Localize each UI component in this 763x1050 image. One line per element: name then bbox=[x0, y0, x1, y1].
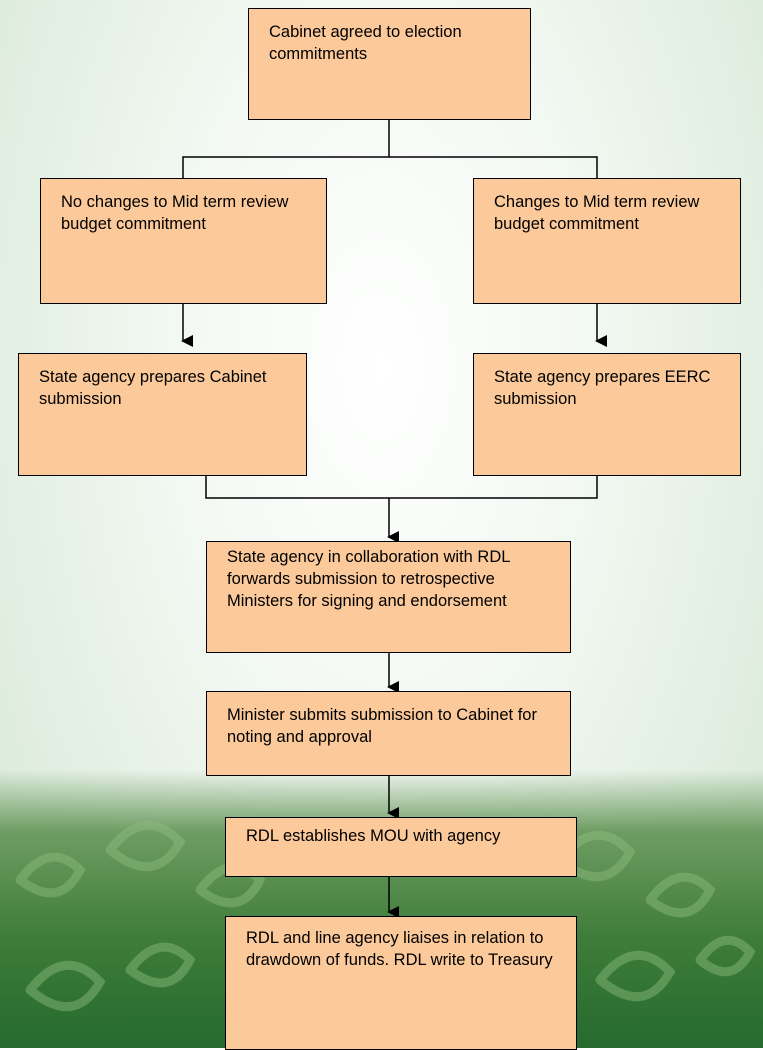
box-minister-submits-text: Minister submits submission to Cabinet f… bbox=[227, 706, 537, 746]
box-liaise-text: RDL and line agency liaises in relation … bbox=[246, 929, 553, 969]
box-eerc-submission: State agency prepares EERC submission bbox=[473, 353, 741, 476]
box-mou: RDL establishes MOU with agency bbox=[225, 817, 577, 877]
box-forward-submission: State agency in collaboration with RDL f… bbox=[206, 541, 571, 653]
box-mou-text: RDL establishes MOU with agency bbox=[246, 827, 501, 845]
box-no-changes-text: No changes to Mid term review budget com… bbox=[61, 193, 289, 233]
box-changes: Changes to Mid term review budget commit… bbox=[473, 178, 741, 304]
box-no-changes: No changes to Mid term review budget com… bbox=[40, 178, 327, 304]
box-minister-submits: Minister submits submission to Cabinet f… bbox=[206, 691, 571, 776]
box-cabinet-submission-text: State agency prepares Cabinet submission bbox=[39, 368, 267, 408]
connector-top-split bbox=[182, 120, 598, 178]
box-changes-text: Changes to Mid term review budget commit… bbox=[494, 193, 700, 233]
leaf-pattern bbox=[15, 821, 756, 1011]
box-cabinet-agreed: Cabinet agreed to election commitments bbox=[248, 8, 531, 120]
connector-merge bbox=[205, 476, 598, 537]
box-liaise: RDL and line agency liaises in relation … bbox=[225, 916, 577, 1050]
box-cabinet-agreed-text: Cabinet agreed to election commitments bbox=[269, 23, 462, 63]
box-forward-submission-text: State agency in collaboration with RDL f… bbox=[227, 548, 510, 610]
box-eerc-submission-text: State agency prepares EERC submission bbox=[494, 368, 711, 408]
box-cabinet-submission: State agency prepares Cabinet submission bbox=[18, 353, 307, 476]
